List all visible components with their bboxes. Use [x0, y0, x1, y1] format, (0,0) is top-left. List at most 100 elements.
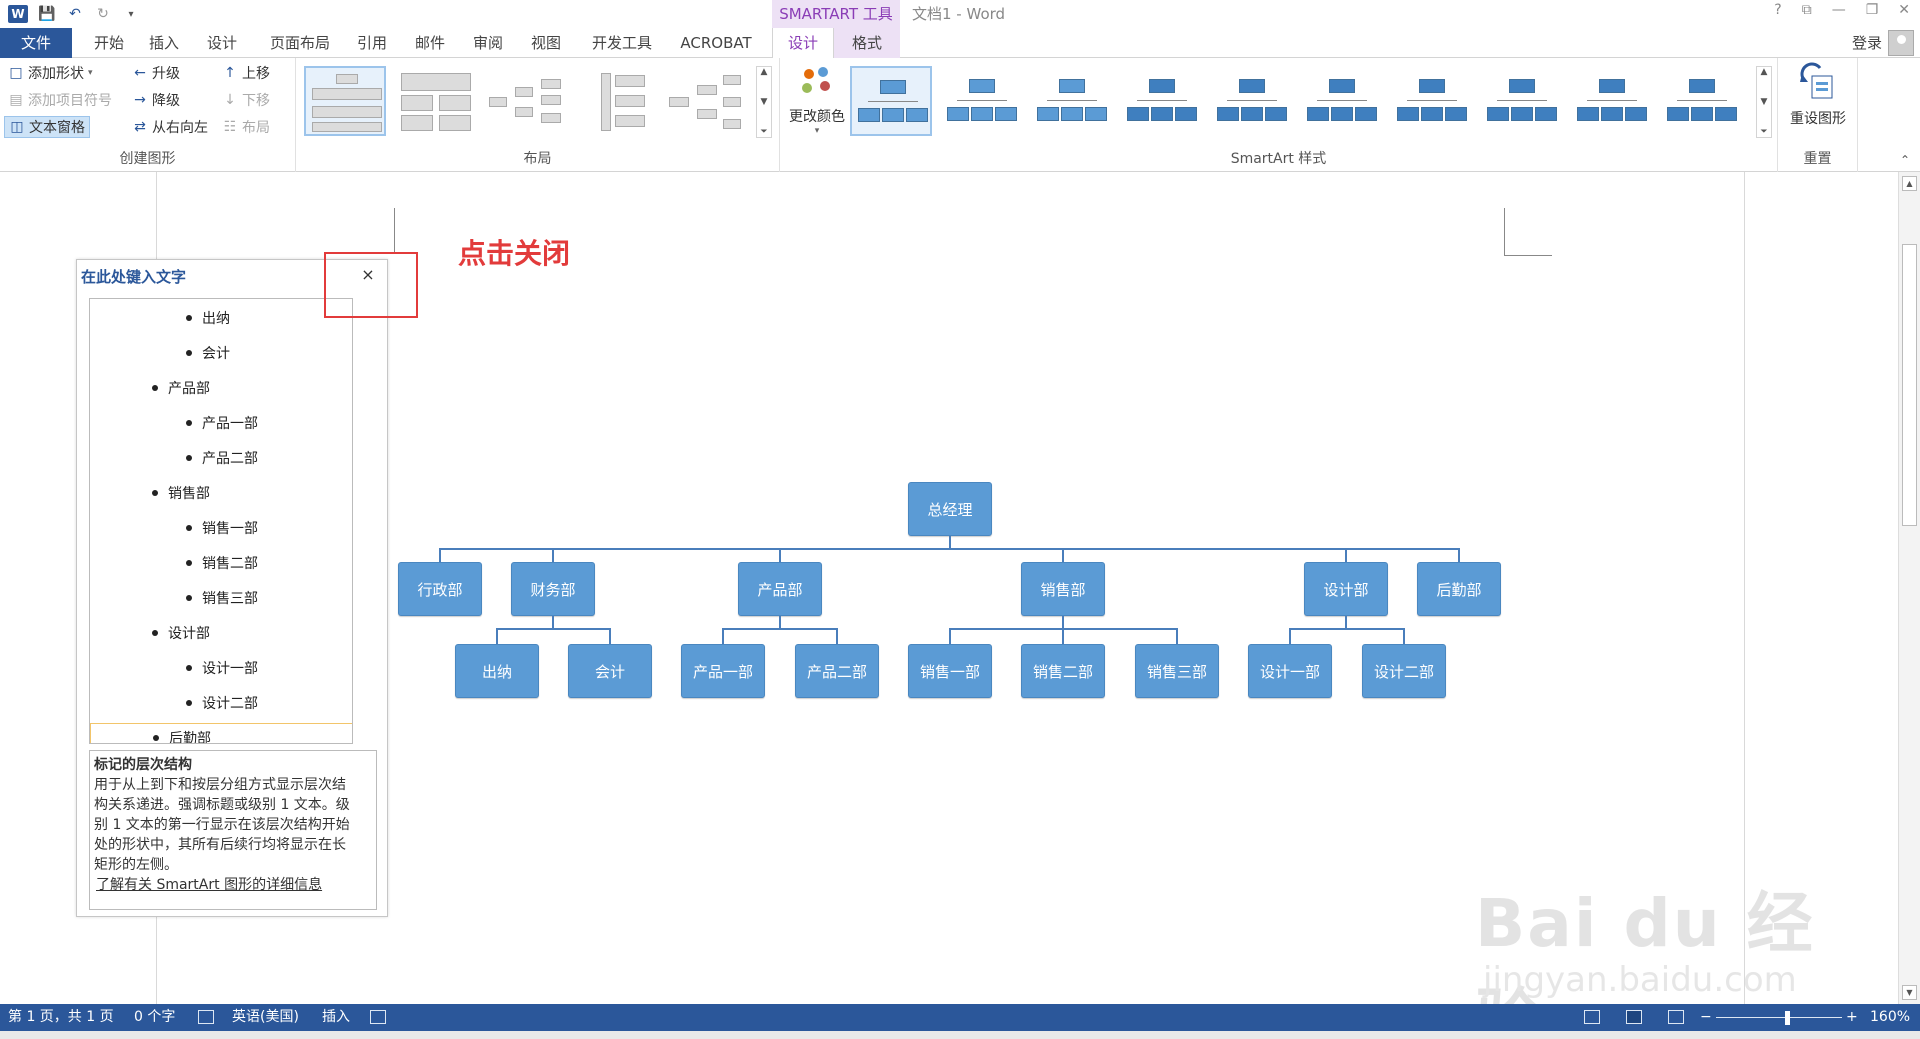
scroll-down-icon[interactable]: ▼ [1902, 985, 1917, 1000]
vertical-scrollbar[interactable]: ▲ ▼ [1898, 172, 1920, 1004]
org-chart-node[interactable]: 设计一部 [1248, 644, 1332, 698]
org-chart-node[interactable]: 总经理 [908, 482, 992, 536]
tab-home[interactable]: 开始 [93, 34, 124, 52]
demote-button[interactable]: → 降级 [132, 89, 180, 111]
page-count[interactable]: 第 1 页，共 1 页 [8, 1009, 114, 1025]
minimize-button[interactable]: — [1831, 2, 1846, 18]
macro-record-icon[interactable] [370, 1010, 386, 1024]
org-chart-node[interactable]: 销售三部 [1135, 644, 1219, 698]
zoom-in-button[interactable]: + [1846, 1009, 1858, 1025]
customize-qat-icon[interactable]: ▾ [128, 8, 134, 20]
style-gallery-scroll[interactable]: ▲ ▼ ⏷ [1756, 66, 1772, 138]
login-link[interactable]: 登录 [1851, 34, 1882, 52]
avatar[interactable] [1888, 30, 1914, 56]
org-chart-node[interactable]: 会计 [568, 644, 652, 698]
tab-file[interactable]: 文件 [0, 28, 72, 58]
style-thumb-7[interactable] [1390, 66, 1472, 136]
layout-gallery-scroll[interactable]: ▲ ▼ ⏷ [756, 66, 772, 138]
style-thumb-3[interactable] [1030, 66, 1112, 136]
text-pane-item[interactable]: 产品二部 [90, 443, 352, 473]
org-chart-node[interactable]: 销售一部 [908, 644, 992, 698]
text-pane-item[interactable]: 后勤部 [90, 723, 352, 743]
scroll-up-icon[interactable]: ▲ [1902, 176, 1917, 191]
zoom-slider-handle[interactable] [1785, 1011, 1790, 1025]
tab-insert[interactable]: 插入 [148, 34, 179, 52]
text-pane-item[interactable]: 设计二部 [90, 688, 352, 718]
org-chart-node[interactable]: 设计部 [1304, 562, 1388, 616]
zoom-level[interactable]: 160% [1870, 1009, 1911, 1025]
tab-mailings[interactable]: 邮件 [414, 34, 445, 52]
tab-smartart-design[interactable]: 设计 [772, 28, 834, 59]
text-pane-item[interactable]: 销售部 [90, 478, 352, 508]
close-window-button[interactable]: ✕ [1898, 2, 1910, 18]
text-pane-scrollbar[interactable]: ▲ ▼ [352, 299, 353, 744]
tab-view[interactable]: 视图 [530, 34, 561, 52]
org-chart-node[interactable]: 后勤部 [1417, 562, 1501, 616]
text-pane-bullet-list[interactable]: ▲ ▼ 出纳会计产品部产品一部产品二部销售部销售一部销售二部销售三部设计部设计一… [89, 298, 353, 744]
layout-thumb-table-hierarchy[interactable] [394, 66, 476, 136]
learn-more-link[interactable]: 了解有关 SmartArt 图形的详细信息 [96, 877, 323, 893]
text-pane-item[interactable]: 产品一部 [90, 408, 352, 438]
right-to-left-button[interactable]: ⇄ 从右向左 [132, 116, 208, 138]
text-pane-close-button[interactable]: × [361, 265, 375, 284]
chevron-down-icon[interactable]: ▼ [1760, 97, 1768, 107]
text-pane-item[interactable]: 出纳 [90, 303, 352, 333]
chevron-down-icon[interactable]: ▼ [760, 97, 768, 107]
layout-thumb-labeled-hierarchy[interactable] [304, 66, 386, 136]
collapse-ribbon-icon[interactable]: ⌃ [1899, 153, 1910, 167]
text-pane-item[interactable]: 设计部 [90, 618, 352, 648]
text-pane-item[interactable]: 产品部 [90, 373, 352, 403]
add-shape-button[interactable]: □ 添加形状 ▾ [9, 65, 93, 82]
proofing-icon[interactable] [198, 1010, 214, 1024]
tab-design[interactable]: 设计 [206, 34, 237, 52]
layout-dropdown-button[interactable]: ☷ 布局 [223, 119, 270, 136]
org-chart-node[interactable]: 销售二部 [1021, 644, 1105, 698]
text-pane-item[interactable]: 销售三部 [90, 583, 352, 613]
layout-thumb-vertical-list[interactable] [574, 66, 656, 136]
insert-mode[interactable]: 插入 [322, 1009, 350, 1025]
restore-button[interactable]: ❐ [1865, 2, 1879, 18]
promote-button[interactable]: ← 升级 [132, 62, 180, 84]
redo-icon[interactable]: ↻ [97, 6, 109, 22]
layout-thumb-horizontal-hierarchy[interactable] [484, 66, 566, 136]
org-chart-node[interactable]: 设计二部 [1362, 644, 1446, 698]
style-thumb-1[interactable] [850, 66, 932, 136]
tab-references[interactable]: 引用 [356, 34, 387, 52]
org-chart-node[interactable]: 销售部 [1021, 562, 1105, 616]
text-pane-item[interactable]: 设计一部 [90, 653, 352, 683]
text-pane-item[interactable]: 销售一部 [90, 513, 352, 543]
help-button[interactable]: ? [1774, 2, 1782, 18]
zoom-slider-track[interactable] [1716, 1017, 1842, 1018]
org-chart-node[interactable]: 出纳 [455, 644, 539, 698]
style-thumb-5[interactable] [1210, 66, 1292, 136]
move-up-button[interactable]: ↑ 上移 [222, 62, 270, 84]
tab-review[interactable]: 审阅 [472, 34, 503, 52]
read-mode-icon[interactable] [1584, 1010, 1600, 1024]
language[interactable]: 英语(美国) [232, 1009, 299, 1025]
style-thumb-6[interactable] [1300, 66, 1382, 136]
tab-developer[interactable]: 开发工具 [591, 34, 652, 52]
zoom-out-button[interactable]: − [1700, 1009, 1712, 1025]
undo-icon[interactable]: ↶ [69, 6, 81, 22]
style-thumb-8[interactable] [1480, 66, 1562, 136]
web-layout-icon[interactable] [1668, 1010, 1684, 1024]
tab-smartart-format[interactable]: 格式 [838, 28, 896, 58]
add-bullet-button[interactable]: ▤ 添加项目符号 [9, 92, 112, 109]
org-chart-node[interactable]: 产品一部 [681, 644, 765, 698]
more-icon[interactable]: ⏷ [760, 127, 768, 137]
text-pane-button[interactable]: ◫ 文本窗格 [4, 116, 90, 138]
more-icon[interactable]: ⏷ [1760, 127, 1768, 137]
ribbon-display-button[interactable]: ⧉ [1801, 2, 1812, 18]
org-chart-node[interactable]: 产品二部 [795, 644, 879, 698]
word-count[interactable]: 0 个字 [134, 1009, 176, 1025]
org-chart-node[interactable]: 产品部 [738, 562, 822, 616]
tab-page-layout[interactable]: 页面布局 [269, 34, 330, 52]
style-thumb-2[interactable] [940, 66, 1022, 136]
change-colors-button[interactable]: 更改颜色 ▾ [786, 62, 848, 136]
reset-graphic-button[interactable]: 重设图形 [1778, 62, 1858, 128]
move-down-button[interactable]: ↓ 下移 [222, 89, 270, 111]
chevron-up-icon[interactable]: ▲ [1760, 67, 1768, 77]
text-pane-item[interactable]: 会计 [90, 338, 352, 368]
style-thumb-9[interactable] [1570, 66, 1652, 136]
chevron-up-icon[interactable]: ▲ [760, 67, 768, 77]
